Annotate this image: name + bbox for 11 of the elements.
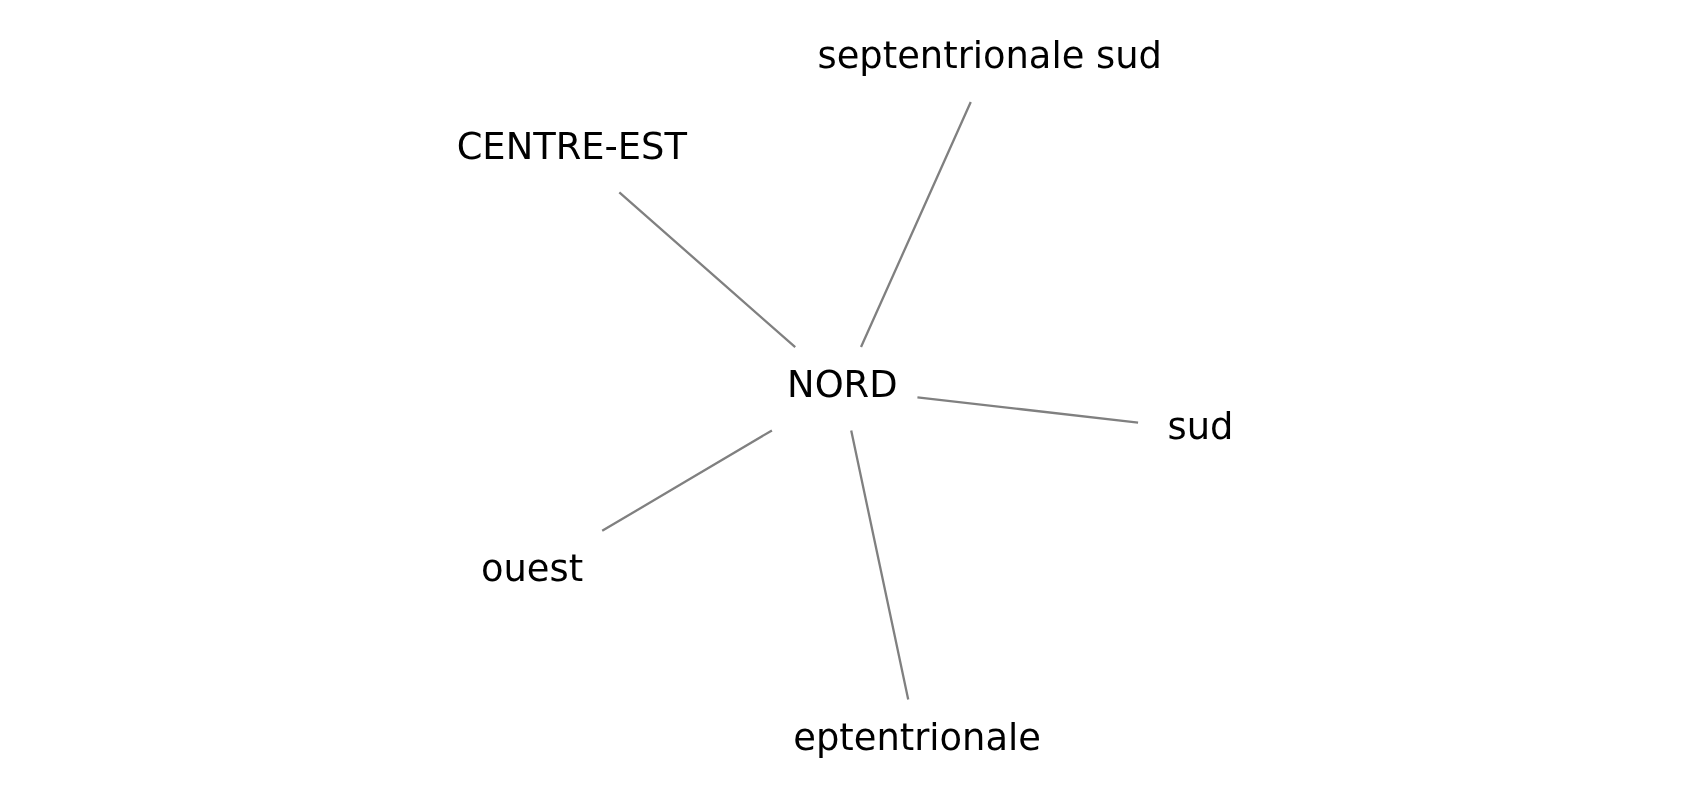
node-text: septentrionale sud bbox=[817, 33, 1162, 77]
connector bbox=[916, 395, 1138, 424]
connector bbox=[849, 429, 909, 700]
node-text: eptentrionale bbox=[792, 715, 1041, 759]
node-text: ouest bbox=[480, 546, 583, 590]
connector bbox=[618, 191, 796, 348]
node-text: sud bbox=[1167, 404, 1233, 448]
connector bbox=[601, 428, 772, 532]
node-text: NORD bbox=[786, 362, 898, 406]
node-text: CENTRE-EST bbox=[456, 124, 687, 168]
connector bbox=[859, 101, 972, 348]
